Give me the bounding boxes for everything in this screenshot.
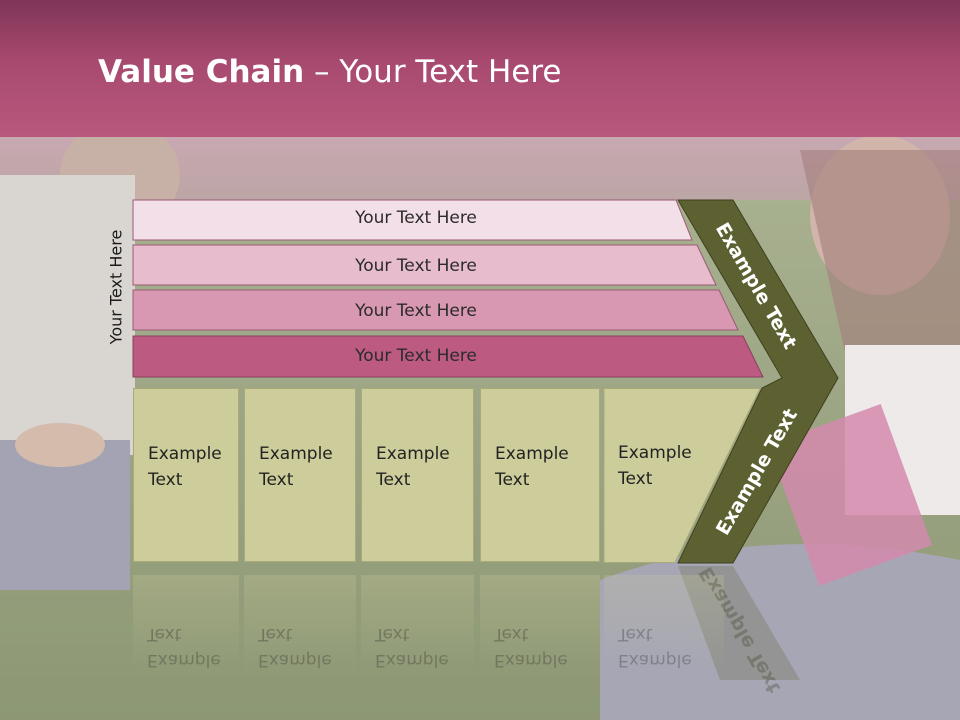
activity-box-3: Example Text — [361, 388, 474, 562]
slide-title: Value Chain – Your Text Here — [98, 54, 561, 90]
activity-box-5-label: Example Text — [618, 443, 692, 489]
activity-box-3-label: Example Text — [376, 444, 450, 490]
bar-3 — [132, 289, 739, 331]
activity-box-1: Example Text — [133, 388, 239, 562]
reflection-3-label: Example Text — [375, 624, 449, 670]
reflection-4-label: Example Text — [494, 624, 568, 670]
title-bold: Value Chain — [98, 54, 305, 90]
bar-2-label: Your Text Here — [355, 256, 477, 276]
activity-box-4: Example Text — [480, 388, 600, 562]
reflection-3: Example Text — [361, 575, 474, 675]
reflection-1-label: Example Text — [147, 624, 221, 670]
activity-box-1-label: Example Text — [148, 444, 222, 490]
activity-box-2-label: Example Text — [259, 444, 333, 490]
chevron-reflection — [678, 566, 800, 680]
header-bar — [0, 0, 960, 137]
bar-2 — [132, 244, 717, 286]
activity-box-4-label: Example Text — [495, 444, 569, 490]
activity-box-2: Example Text — [244, 388, 356, 562]
bar-1 — [132, 199, 693, 241]
bar-4 — [132, 335, 764, 378]
activity-box-5-shape — [603, 388, 761, 563]
reflection-5-label: Example Text — [618, 624, 692, 670]
chevron-margin — [677, 199, 839, 564]
reflection-2-label: Example Text — [258, 624, 332, 670]
reflection-2: Example Text — [244, 575, 356, 675]
reflection-4: Example Text — [480, 575, 600, 675]
reflection-1: Example Text — [133, 575, 239, 675]
activity-box-5: Example Text — [604, 388, 724, 562]
title-rest: – Your Text Here — [304, 54, 562, 90]
bar-1-label: Your Text Here — [355, 208, 477, 228]
bar-3-label: Your Text Here — [355, 301, 477, 321]
bar-4-label: Your Text Here — [355, 346, 477, 366]
